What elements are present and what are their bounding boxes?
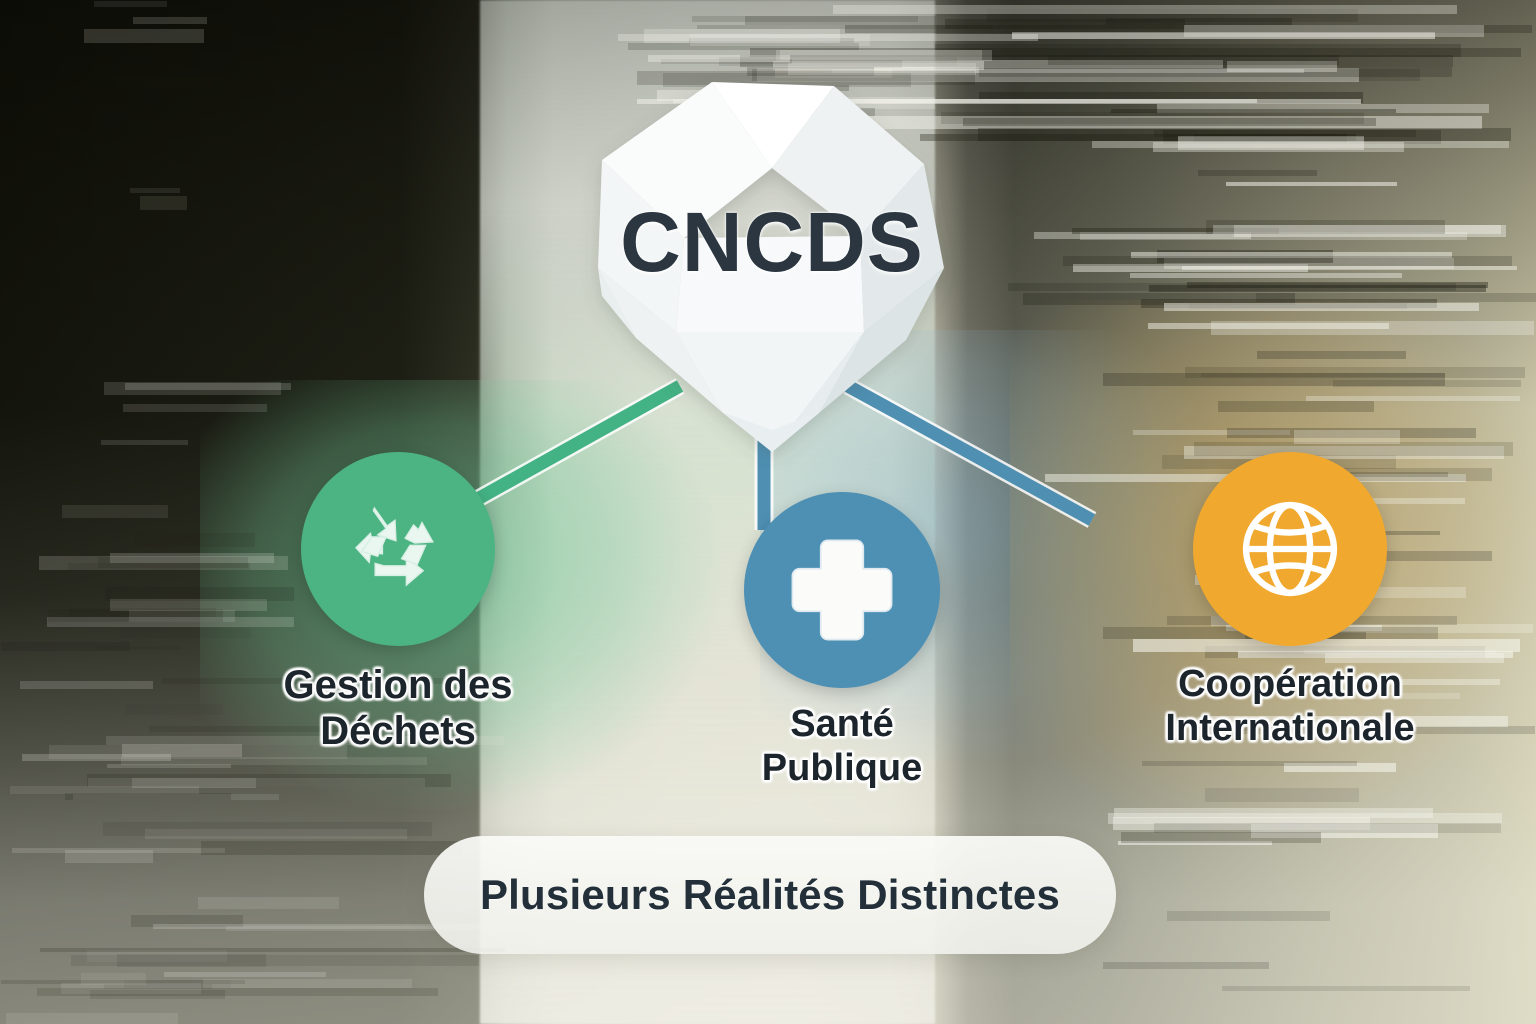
node-health[interactable]: Santé Publique — [662, 492, 1022, 790]
polyhedron-icon — [598, 82, 944, 452]
node-health-label: Santé Publique — [761, 703, 923, 790]
core-node[interactable]: CNCDS — [572, 60, 972, 470]
summary-banner[interactable]: Plusieurs Réalités Distinctes — [424, 836, 1116, 954]
node-coop-circle[interactable] — [1193, 452, 1387, 646]
connector-core-to-coop-fill — [844, 380, 1096, 526]
summary-banner-text: Plusieurs Réalités Distinctes — [479, 871, 1061, 918]
globe-icon — [1242, 501, 1338, 597]
recycle-icon — [355, 506, 434, 587]
core-label: CNCDS — [620, 194, 924, 289]
node-coop-label: Coopération Internationale — [1165, 663, 1415, 750]
node-coop[interactable]: Coopération Internationale — [1080, 452, 1500, 750]
medical-cross-icon — [791, 539, 893, 641]
node-waste-label: Gestion des Déchets — [283, 663, 513, 754]
node-waste-circle[interactable] — [301, 452, 495, 646]
node-waste[interactable]: Gestion des Déchets — [198, 452, 598, 755]
node-health-circle[interactable] — [744, 492, 940, 688]
